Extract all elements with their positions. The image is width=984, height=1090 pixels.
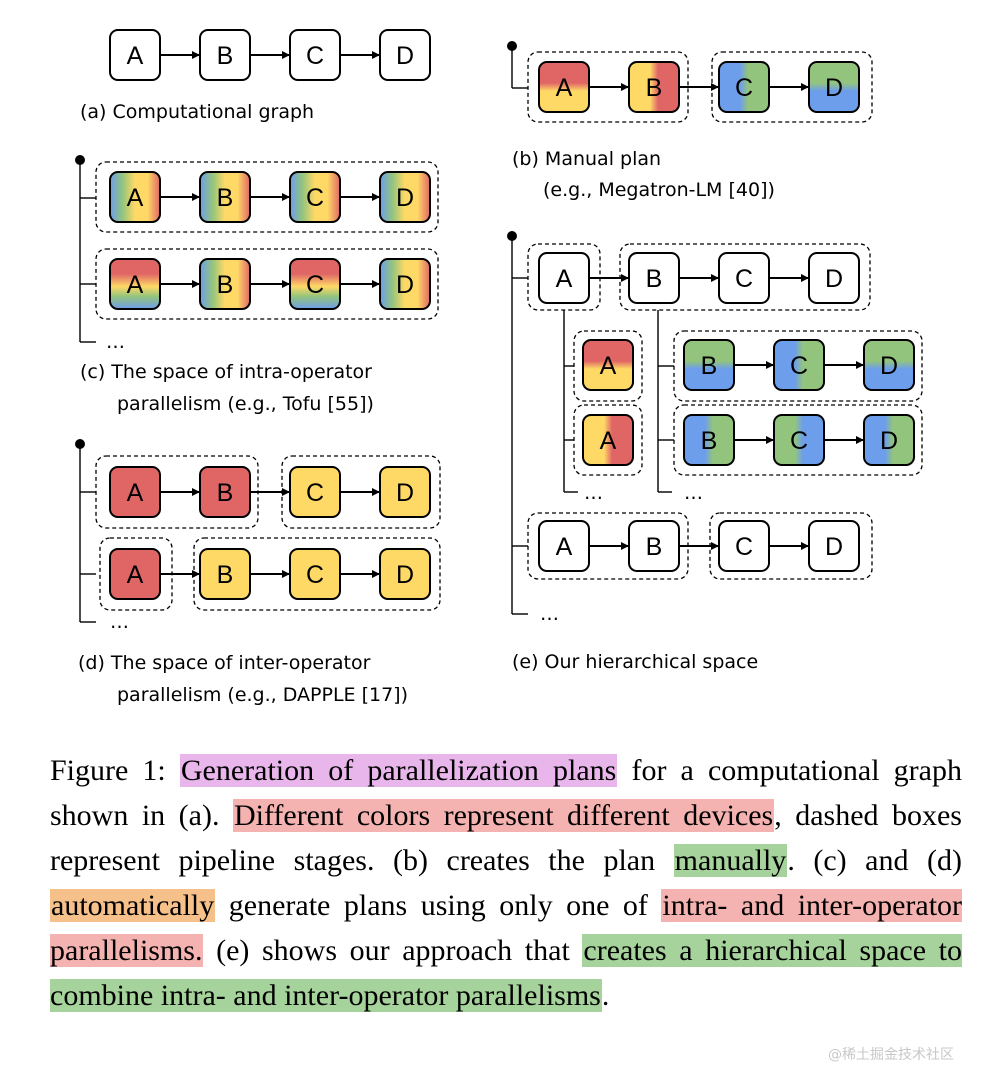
e-row2-node-b-label: B [646, 533, 663, 561]
e-ellipsis: … [540, 603, 559, 625]
caption-prefix: Figure 1: [50, 754, 180, 787]
e-row1-node-b-label: B [646, 265, 663, 293]
a-node-c-label: C [306, 42, 324, 70]
c-row2-node-d-label: D [396, 271, 414, 299]
e-sub-b2-node-d-label: D [880, 427, 898, 455]
caption-e: (e) Our hierarchical space [512, 651, 758, 673]
b-stage-1 [527, 51, 689, 123]
highlight-colors-devices: Different colors represent different dev… [232, 799, 775, 832]
e-sub-b1-node-d-label: D [880, 352, 898, 380]
a-node-d-box [379, 29, 431, 81]
c-row2-node-c-label: C [306, 271, 324, 299]
figure-diagram: A B C D A B C D A B C D A B C D … A B C D A B C D … A B C D A A … B C D B C D …… [75, 29, 923, 706]
caption-text-3: . (c) and (d) [787, 844, 963, 877]
e-sub-b2-node-b-label: B [701, 427, 718, 455]
e-sub-a-stage-1 [573, 330, 643, 402]
e-row2-node-d-label: D [825, 533, 843, 561]
highlight-generation: Generation of parallelization plans [179, 754, 618, 787]
e-sub-a2-node-a-label: A [600, 427, 617, 455]
caption-text-2: , dashed boxes represent pipeline stages… [50, 799, 962, 877]
d-ellipsis: … [110, 611, 129, 633]
d-row2-node-a-label: A [127, 561, 144, 589]
e-sub-a-stage-2 [573, 404, 643, 476]
a-node-a-label: A [127, 42, 144, 70]
d-row2-node-d-label: D [396, 561, 414, 589]
c-row1-node-a-label: A [127, 184, 144, 212]
b-node-a-label: A [556, 74, 573, 102]
c-stage-row-2 [95, 248, 439, 320]
e-row1-node-c-label: C [735, 265, 753, 293]
e-sub-a1-node-a-box [582, 339, 634, 391]
d-row2-node-b-label: B [217, 561, 234, 589]
d-row1-node-d-label: D [396, 479, 414, 507]
c-row1-node-d-box [379, 171, 431, 223]
e-sub-b1-node-b-label: B [701, 352, 718, 380]
caption-text-5: (e) shows our approach that [203, 934, 583, 967]
d-row1-node-d-box [379, 466, 431, 518]
c-row2-node-d-box [379, 258, 431, 310]
e-row1-node-a-label: A [556, 265, 573, 293]
figure-caption: Figure 1: Generation of parallelization … [50, 748, 963, 1018]
e-sub-b-stage-2 [673, 404, 923, 476]
b-node-c-label: C [735, 74, 753, 102]
c-row1-node-b-label: B [217, 184, 234, 212]
e-sub-a1-node-a-label: A [600, 352, 617, 380]
e-sub-b-stage-1 [673, 330, 923, 402]
caption-d-line1: (d) The space of inter-operator [78, 652, 371, 674]
e-sub-b-ellipsis: … [684, 482, 703, 504]
e-sub-b2-node-c-label: C [790, 427, 808, 455]
c-row1-node-d-label: D [396, 184, 414, 212]
e-row2-node-d-box [808, 520, 860, 572]
caption-d-line2: parallelism (e.g., DAPPLE [17]) [117, 684, 408, 706]
c-row1-node-c-label: C [306, 184, 324, 212]
d-row1-node-c-label: C [306, 479, 324, 507]
b-node-d-label: D [825, 74, 843, 102]
e-sub-b1-node-d-box [863, 339, 915, 391]
d-row1-node-b-label: B [217, 479, 234, 507]
caption-b-line2: (e.g., Megatron-LM [40]) [543, 179, 775, 201]
d-row2-node-d-box [379, 548, 431, 600]
caption-b-line1: (b) Manual plan [512, 148, 661, 170]
e-row2-node-c-label: C [735, 533, 753, 561]
e-sub-a2-node-a-box [582, 414, 634, 466]
caption-text-6: . [601, 979, 610, 1012]
c-row2-node-a-label: A [127, 271, 144, 299]
e-row1-node-d-label: D [825, 265, 843, 293]
e-row2-node-a-label: A [556, 533, 573, 561]
e-row1-node-d-box [808, 252, 860, 304]
b-node-d-box [808, 61, 860, 113]
watermark: @稀土掘金技术社区 [828, 1047, 954, 1063]
caption-c-line2: parallelism (e.g., Tofu [55]) [117, 393, 374, 415]
d-row2-node-c-label: C [306, 561, 324, 589]
c-row2-node-b-label: B [217, 271, 234, 299]
e-sub-a-ellipsis: … [584, 482, 603, 504]
b-node-b-label: B [646, 74, 663, 102]
d-row1-node-a-label: A [127, 479, 144, 507]
a-node-b-label: B [217, 42, 234, 70]
e-sub-b1-node-c-label: C [790, 352, 808, 380]
caption-a: (a) Computational graph [80, 101, 314, 123]
a-node-d-label: D [396, 42, 414, 70]
caption-c-line1: (c) The space of intra-operator [80, 361, 372, 383]
caption-text-4: generate plans using only one of [215, 889, 662, 922]
highlight-manually: manually [673, 844, 788, 877]
c-ellipsis: … [106, 331, 125, 353]
highlight-automatically: automatically [50, 889, 216, 922]
c-stage-row-1 [95, 161, 439, 233]
e-sub-b2-node-d-box [863, 414, 915, 466]
caption-text-1: for a computational graph shown in (a). [50, 754, 962, 832]
